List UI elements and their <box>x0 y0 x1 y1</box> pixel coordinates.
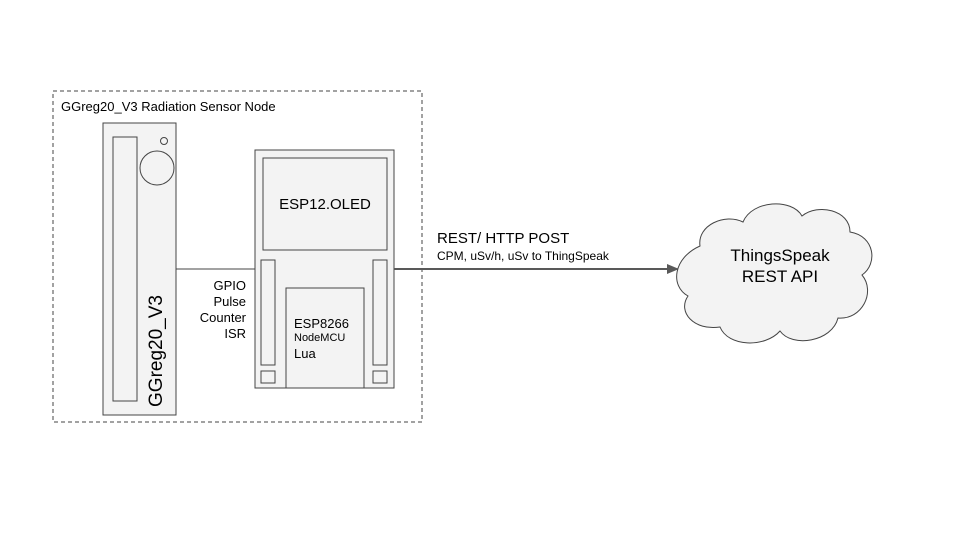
cloud-label: ThingsSpeak REST API <box>705 245 855 287</box>
mcu-label-line-2: NodeMCU <box>294 332 346 344</box>
esp8266-module <box>285 287 365 389</box>
gpio-label: GPIO Pulse Counter ISR <box>190 278 246 342</box>
gpio-label-line-2: Pulse <box>213 294 246 309</box>
right-pin-header <box>372 259 388 366</box>
thingspeak-cloud <box>676 203 873 344</box>
rest-arrow <box>394 264 679 274</box>
oled-label: ESP12.OLED <box>279 196 371 213</box>
left-reset-button <box>260 370 276 384</box>
gpio-label-line-1: GPIO <box>213 278 246 293</box>
left-pin-header <box>260 259 276 366</box>
sensor-label: GGreg20_V3 <box>146 295 167 407</box>
led-indicator <box>160 137 168 145</box>
gpio-label-line-3: Counter <box>199 310 246 325</box>
node-group-title: GGreg20_V3 Radiation Sensor Node <box>61 99 276 114</box>
connection-subtitle: CPM, uSv/h, uSv to ThingSpeak <box>437 249 609 263</box>
esp-board <box>254 149 395 389</box>
mcu-label-line-1: ESP8266 <box>294 316 349 331</box>
node-group-boundary <box>52 90 423 423</box>
oled-display <box>262 157 388 251</box>
mcu-label: ESP8266 NodeMCU Lua <box>294 316 349 361</box>
buzzer-circle <box>139 150 175 186</box>
gpio-label-line-4: ISR <box>224 326 246 341</box>
rest-arrow-head <box>667 264 679 274</box>
sensor-board <box>102 122 177 416</box>
cloud-label-line-1: ThingsSpeak <box>730 246 830 265</box>
cloud-label-line-2: REST API <box>741 267 819 286</box>
right-flash-button <box>372 370 388 384</box>
connection-title: REST/ HTTP POST <box>437 230 570 247</box>
geiger-tube <box>112 136 138 402</box>
mcu-label-line-3: Lua <box>294 346 316 361</box>
